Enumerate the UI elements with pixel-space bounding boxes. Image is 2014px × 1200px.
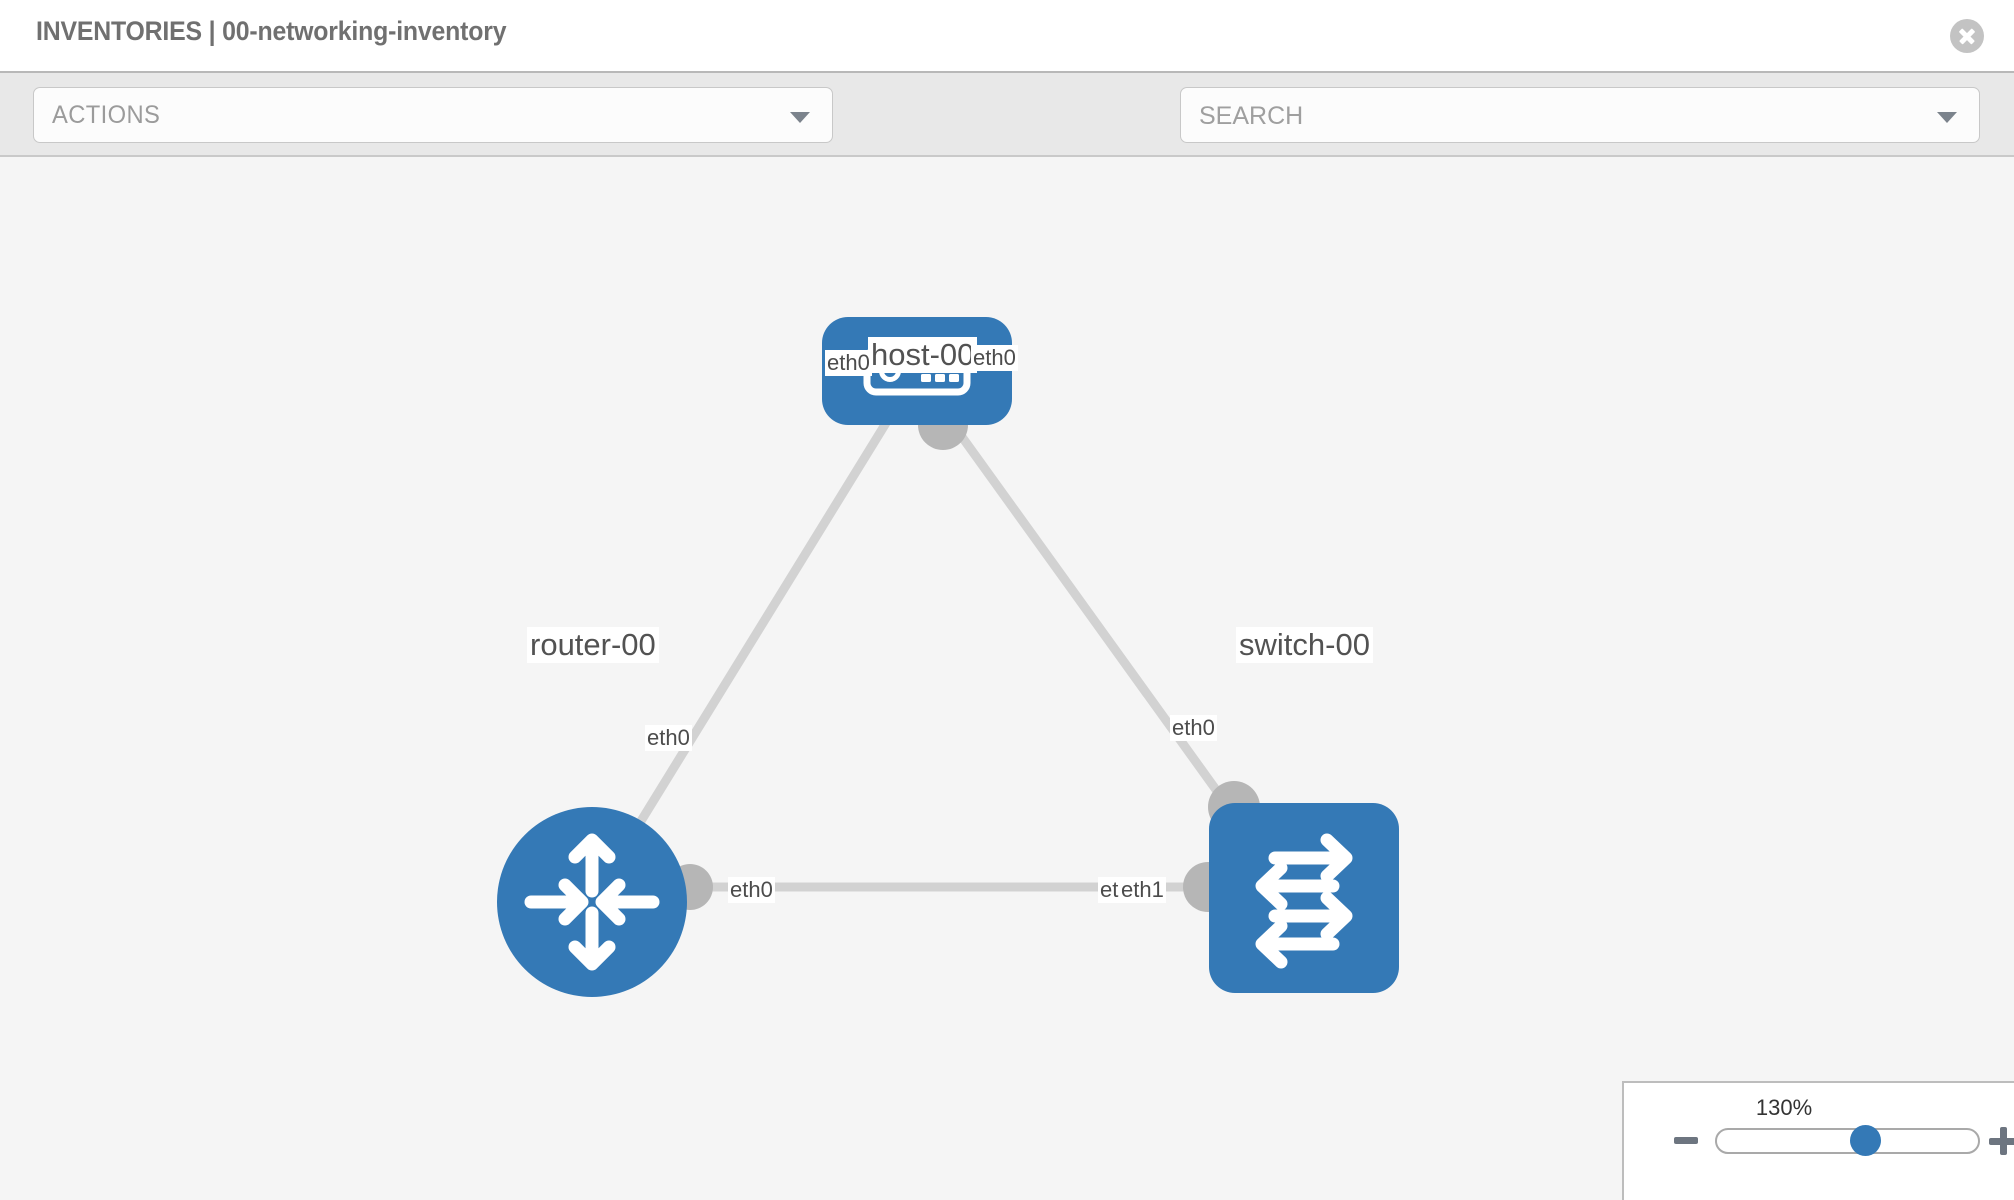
topology-node-router-00[interactable]: [497, 807, 687, 997]
link-host-switch: [947, 418, 1255, 842]
header-bar: INVENTORIES | 00-networking-inventory: [0, 0, 2014, 71]
zoom-slider[interactable]: [1715, 1125, 1980, 1156]
edge-label-router-top: eth0: [645, 725, 692, 751]
node-label-switch-00: switch-00: [1236, 627, 1373, 663]
search-input[interactable]: [1197, 88, 1901, 144]
toolbar: ACTIONS: [0, 71, 2014, 199]
edge-label-switch-left: eth1: [1119, 877, 1166, 903]
actions-dropdown-label: ACTIONS: [52, 101, 161, 129]
plus-icon[interactable]: [1989, 1127, 2014, 1155]
minus-icon[interactable]: [1674, 1137, 1698, 1144]
router-arrows-icon: [524, 833, 660, 971]
chevron-down-icon: [790, 112, 810, 123]
switch-arrows-icon: [1255, 833, 1353, 969]
node-label-host-00: host-00: [868, 337, 978, 373]
zoom-control-panel: 130%: [1622, 1081, 2014, 1200]
page-title: INVENTORIES | 00-networking-inventory: [36, 16, 507, 46]
search-field-wrapper[interactable]: [1180, 87, 1980, 144]
edge-label-host-right: eth0: [971, 345, 1018, 371]
topology-links-layer: [620, 400, 1260, 912]
zoom-percent-label: 130%: [1755, 1095, 1813, 1120]
node-label-router-00: router-00: [527, 627, 659, 663]
edge-label-switch-top: eth0: [1170, 715, 1217, 741]
close-icon[interactable]: [1950, 19, 1984, 53]
edge-label-host-left: eth0: [825, 350, 872, 376]
link-host-router: [620, 418, 891, 852]
edge-label-router-right: eth0: [728, 877, 775, 903]
topology-canvas[interactable]: host-00 router-00: [0, 157, 2014, 1200]
actions-dropdown[interactable]: ACTIONS: [33, 87, 833, 143]
topology-node-switch-00[interactable]: [1209, 803, 1399, 993]
zoom-slider-thumb[interactable]: [1850, 1125, 1881, 1156]
chevron-down-icon[interactable]: [1937, 112, 1957, 123]
